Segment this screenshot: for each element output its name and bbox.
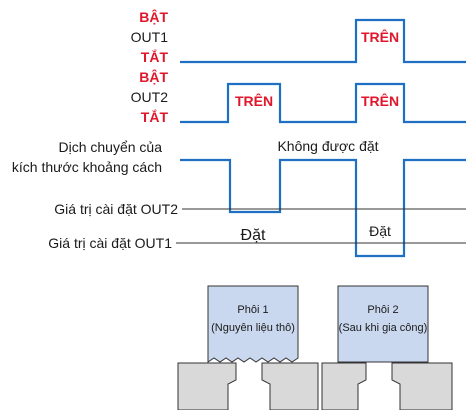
out1-off-label: TẮT	[141, 48, 169, 65]
not-set-label: Không được đặt	[277, 138, 378, 154]
out1-signal-line	[180, 18, 466, 64]
displacement-label-line1: Dịch chuyển của	[58, 139, 162, 155]
workpiece-2-note: (Sau khi gia công)	[339, 322, 428, 334]
workpiece-1-name: Phôi 1	[237, 304, 268, 316]
workpiece-1-note: (Nguyên liệu thô)	[211, 322, 295, 334]
out2-on-label: BẬT	[139, 68, 168, 85]
workpiece-2-name: Phôi 2	[367, 304, 398, 316]
out2-on-pulse-label-1: TRÊN	[235, 92, 273, 109]
out2-name: OUT2	[131, 89, 169, 105]
out2-off-label: TẮT	[141, 108, 169, 125]
out1-on-pulse-label: TRÊN	[361, 28, 399, 45]
out1-on-label: BẬT	[139, 8, 168, 25]
jig-2-right	[391, 362, 453, 410]
workpiece-2	[337, 285, 429, 363]
displacement-signal-line	[180, 158, 466, 258]
jig-1-left	[177, 362, 237, 410]
jig-2-left	[321, 362, 367, 410]
workpiece-1	[207, 285, 299, 363]
out2-threshold-label: Giá trị cài đặt OUT2	[54, 201, 178, 217]
out2-on-pulse-label-2: TRÊN	[361, 92, 399, 109]
set-label-1: Đặt	[241, 227, 266, 244]
out1-name: OUT1	[131, 29, 169, 45]
displacement-label-line2: kích thước khoảng cách	[12, 159, 162, 175]
set-label-2: Đặt	[369, 223, 391, 239]
jig-1-right	[261, 362, 319, 410]
out2-signal-line	[180, 82, 466, 124]
out1-threshold-label: Giá trị cài đặt OUT1	[48, 235, 172, 251]
